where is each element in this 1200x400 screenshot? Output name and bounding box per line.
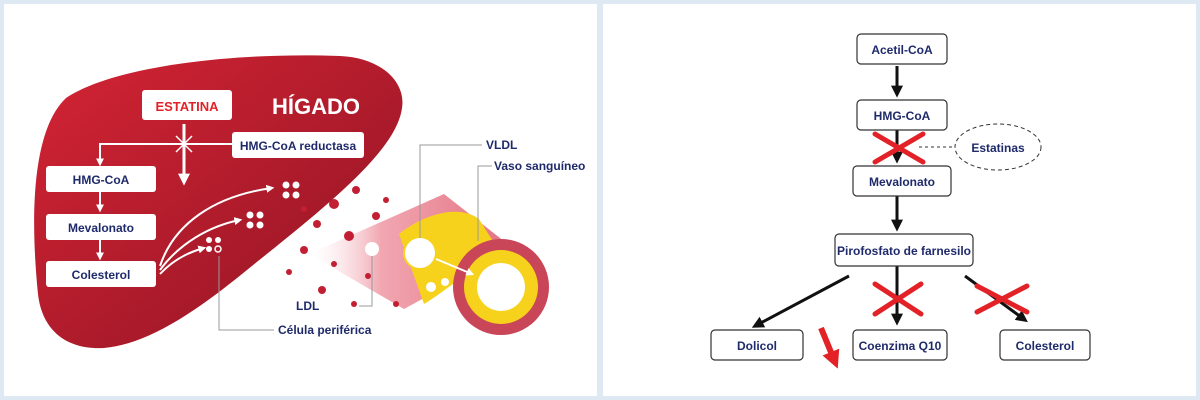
liver-panel: HÍGADO ESTATINA HMG-CoA reductasa HMG-Co… <box>4 4 597 396</box>
inhibitor-label: Estatinas <box>971 141 1025 155</box>
step-label-acetil-coa: Acetil-CoA <box>871 43 933 57</box>
blood-vessel <box>309 194 549 335</box>
product-box-dolicol <box>710 329 804 361</box>
peripheral-cell-label: Célula periférica <box>278 323 372 337</box>
lipid-particles <box>206 181 300 253</box>
step-label-mevalonato: Mevalonato <box>869 175 935 189</box>
enzyme-label: HMG-CoA reductasa <box>240 139 357 153</box>
pathway-box-hmgcoa <box>46 166 156 192</box>
product-label-dolicol: Dolicol <box>737 339 777 353</box>
organ-label: HÍGADO <box>272 94 360 119</box>
pathway-label-hmgcoa: HMG-CoA <box>73 173 130 187</box>
product-box-colesterol <box>999 329 1091 361</box>
vessel-label: Vaso sanguíneo <box>494 159 585 173</box>
block-x-colesterol <box>974 283 1030 315</box>
pathway-panel: Acetil-CoA HMG-CoA Mevalonato Pirofosfat… <box>603 4 1196 396</box>
statin-box <box>142 90 232 120</box>
step-box-hmg-coa <box>856 99 948 131</box>
ldl-label: LDL <box>296 299 319 313</box>
block-x-coenzima <box>872 281 924 317</box>
product-box-coenzima <box>852 329 948 361</box>
blood-particles <box>286 186 399 307</box>
liver-pathway: HMG-CoA Mevalonato Colesterol <box>46 166 156 287</box>
product-label-colesterol: Colesterol <box>1016 339 1075 353</box>
pathway-flowchart: Acetil-CoA HMG-CoA Mevalonato Pirofosfat… <box>710 33 1091 369</box>
block-x-mevalonato <box>872 131 926 165</box>
pathway-label-colesterol: Colesterol <box>72 268 131 282</box>
step-label-pirofosfato: Pirofosfato de farnesilo <box>837 244 971 258</box>
pathway-arrows <box>751 66 1028 328</box>
enzyme-box <box>232 132 364 158</box>
inhibition-x-mark <box>175 135 193 153</box>
leader-lines <box>218 144 492 331</box>
statin-label: ESTATINA <box>155 99 219 114</box>
decrease-arrow <box>818 326 840 369</box>
step-box-pirofosfato <box>834 233 974 267</box>
step-box-mevalonato <box>852 165 952 197</box>
product-label-coenzima: Coenzima Q10 <box>859 339 942 353</box>
liver-illustration: HÍGADO ESTATINA HMG-CoA reductasa HMG-Co… <box>34 55 585 349</box>
inhibitor-ellipse <box>954 123 1042 171</box>
pathway-box-colesterol <box>46 261 156 287</box>
step-label-hmg-coa: HMG-CoA <box>874 109 931 123</box>
vldl-label: VLDL <box>486 138 517 152</box>
liver-arrows <box>96 124 275 275</box>
step-box-acetil-coa <box>856 33 948 65</box>
pathway-box-mevalonato <box>46 214 156 240</box>
pathway-label-mevalonato: Mevalonato <box>68 221 134 235</box>
